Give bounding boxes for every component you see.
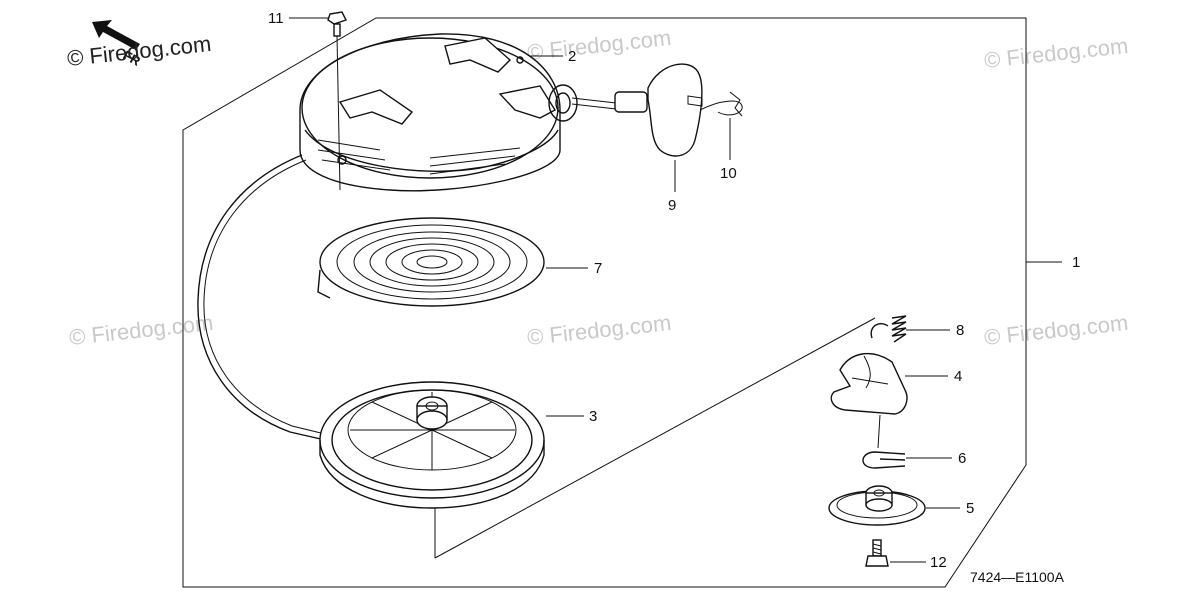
center-bolt xyxy=(865,539,889,567)
callout-1: 1 xyxy=(1072,254,1080,271)
starter-handle xyxy=(548,63,743,157)
callout-7: 7 xyxy=(594,260,602,277)
watermark: © Firedog.com xyxy=(68,310,214,350)
arrow-label: FR xyxy=(121,47,144,69)
ratchet-detail xyxy=(851,355,889,389)
watermark-top-left: © Firedog.com xyxy=(66,31,212,71)
assembly-outline xyxy=(182,17,1027,588)
starter-case xyxy=(299,33,561,192)
watermark: © Firedog.com xyxy=(526,25,672,65)
recoil-spring xyxy=(317,217,545,307)
callout-10: 10 xyxy=(720,165,737,182)
starter-rope xyxy=(197,154,326,441)
watermark-group: © Firedog.com © Firedog.com © Firedog.co… xyxy=(68,25,1129,350)
callout-4: 4 xyxy=(954,368,962,385)
callout-5: 5 xyxy=(966,500,974,517)
callout-9: 9 xyxy=(668,197,676,214)
ratchet-spring xyxy=(870,315,907,343)
watermark: © Firedog.com xyxy=(983,33,1129,73)
ratchet-leader xyxy=(877,414,881,449)
watermark: © Firedog.com xyxy=(983,310,1129,350)
front-arrow: FR xyxy=(92,20,143,69)
ratchet-pawl xyxy=(830,352,908,415)
retainer-clip xyxy=(862,451,906,469)
friction-plate xyxy=(828,485,926,526)
callout-11: 11 xyxy=(268,10,284,27)
callout-2: 2 xyxy=(568,48,576,65)
callout-8: 8 xyxy=(956,322,964,339)
callout-12: 12 xyxy=(930,554,947,571)
watermark: © Firedog.com xyxy=(526,310,672,350)
diagram-code: 7424—E1100A xyxy=(970,569,1065,585)
starter-rope-inner xyxy=(203,159,326,435)
callout-3: 3 xyxy=(589,408,597,425)
leader-lines xyxy=(289,17,1062,563)
case-bolt xyxy=(327,11,347,191)
callout-6: 6 xyxy=(958,450,966,467)
starter-reel xyxy=(319,381,545,509)
leader-guide xyxy=(434,317,876,559)
callout-labels: 11 2 9 10 7 1 8 4 3 6 5 12 xyxy=(268,10,1080,571)
